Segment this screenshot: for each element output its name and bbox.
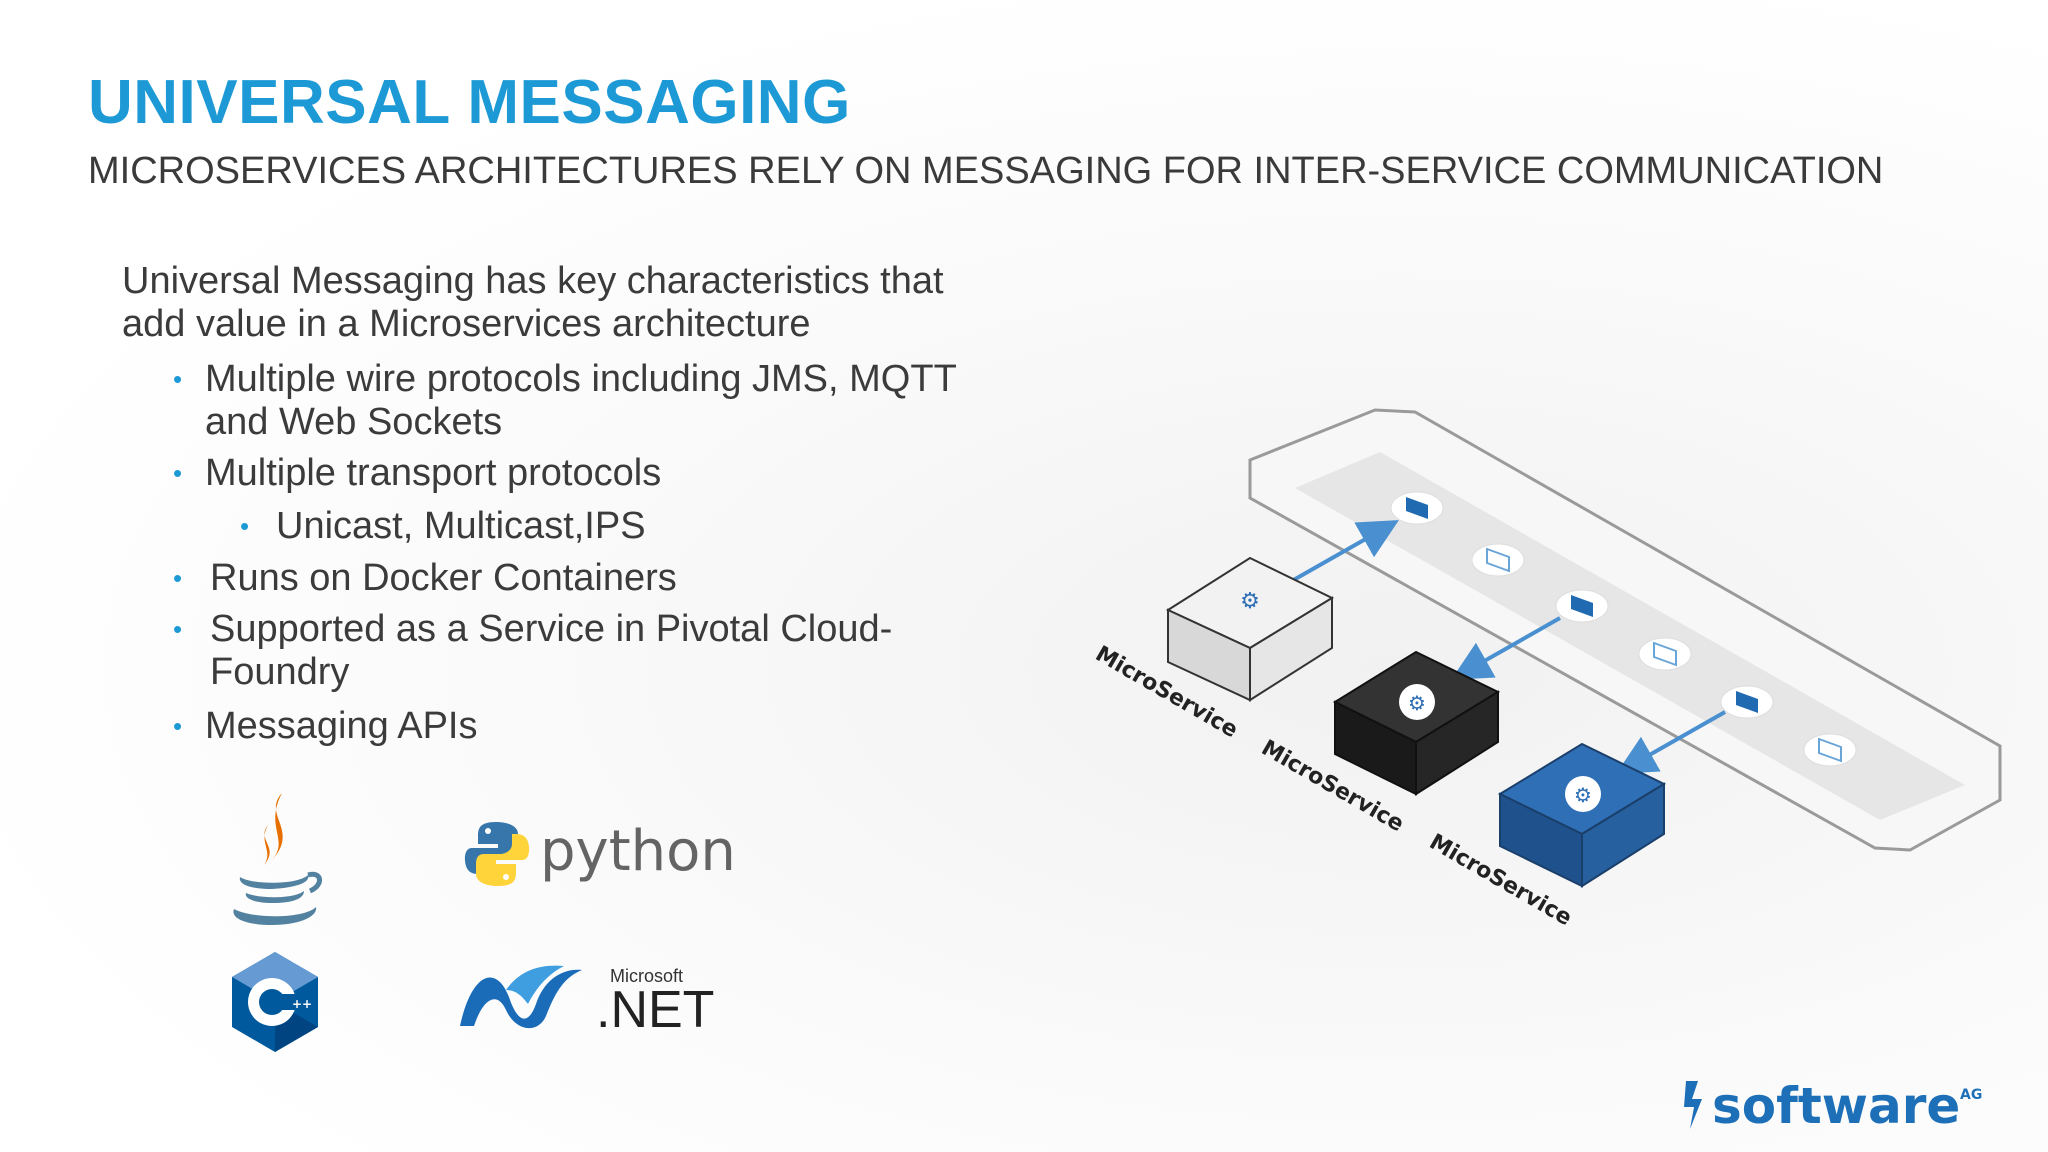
message-lane (1295, 452, 1965, 820)
publish-arrow (1289, 520, 1399, 584)
bullet-dot: • (173, 458, 183, 488)
svg-text:⚙: ⚙ (1574, 783, 1592, 807)
microservices-diagram: ⚙ ⚙ ⚙ MicroService MicroService MicroSer… (1091, 408, 2002, 931)
bullet-item-unicast: Unicast, Multicast,IPS (276, 505, 646, 548)
envelope-icon (1471, 543, 1525, 577)
java-logo-icon (233, 793, 322, 925)
svg-text:⚙: ⚙ (1408, 691, 1426, 715)
python-logo-icon (464, 822, 530, 886)
bullet-line: Unicast, Multicast,IPS (276, 505, 646, 547)
bullet-line: Foundry (210, 651, 350, 693)
bullet-line: Multiple wire protocols including JMS, M… (205, 358, 957, 400)
envelope-icon (1720, 685, 1774, 719)
svg-text:++: ++ (292, 997, 312, 1011)
bullet-line: and Web Sockets (205, 401, 503, 443)
subscribe-arrow (1451, 616, 1561, 680)
bullet-item-docker: Runs on Docker Containers (210, 557, 677, 600)
bullet-item-wire-protocols: Multiple wire protocols including JMS, M… (205, 358, 957, 444)
bullet-line: Messaging APIs (205, 705, 478, 747)
dotnet-wave-icon (460, 965, 582, 1029)
cpp-logo-icon: ++ (232, 952, 318, 1052)
microservice-box-white: ⚙ (1165, 556, 1335, 702)
envelope-icon (1555, 589, 1609, 623)
microservice-box-blue: ⚙ (1497, 742, 1667, 888)
bullet-item-transport-protocols: Multiple transport protocols (205, 452, 661, 495)
envelope-icon (1803, 733, 1857, 767)
intro-line-2: add value in a Microservices architectur… (122, 303, 811, 345)
bullet-dot: • (173, 614, 183, 644)
microsoft-label: Microsoft (610, 966, 684, 986)
bullet-line: Supported as a Service in Pivotal Cloud- (210, 608, 893, 650)
svg-text:⚙: ⚙ (1240, 589, 1260, 614)
dotnet-label: .NET (596, 981, 715, 1039)
bullet-dot: • (173, 563, 183, 593)
intro-text: Universal Messaging has key characterist… (122, 260, 1002, 346)
brand-name: software (1712, 1077, 1960, 1135)
subscribe-arrow (1616, 710, 1726, 774)
bullet-dot: • (173, 364, 183, 394)
bolt-icon (1684, 1081, 1702, 1129)
bullet-dot: • (173, 711, 183, 741)
software-ag-logo: software AG (1684, 1077, 1982, 1135)
bullet-item-pivotal: Supported as a Service in Pivotal Cloud-… (210, 608, 892, 694)
intro-line-1: Universal Messaging has key characterist… (122, 260, 944, 302)
slide-subtitle: MICROSERVICES ARCHITECTURES RELY ON MESS… (88, 150, 1884, 192)
bullet-dot: • (240, 511, 250, 541)
bullet-line: Runs on Docker Containers (210, 557, 677, 599)
envelope-icon (1638, 637, 1692, 671)
bullet-item-apis: Messaging APIs (205, 705, 477, 748)
envelope-icon (1390, 491, 1444, 525)
bullet-line: Multiple transport protocols (205, 452, 662, 494)
slide-title: UNIVERSAL MESSAGING (88, 68, 851, 137)
brand-suffix: AG (1960, 1087, 1982, 1103)
python-wordmark: python (540, 819, 736, 884)
microservice-box-dark: ⚙ (1332, 650, 1501, 796)
